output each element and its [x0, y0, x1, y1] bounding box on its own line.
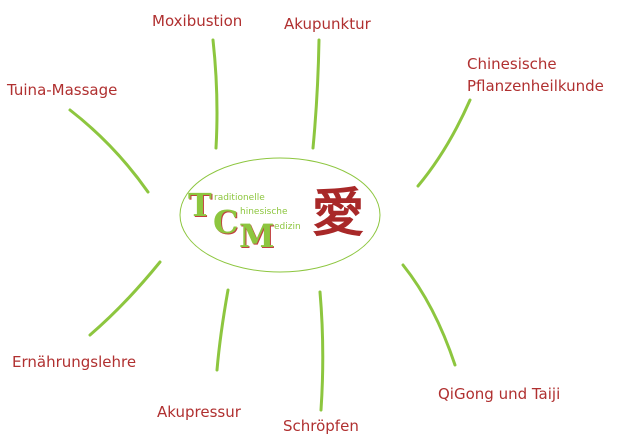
line-akupressur — [215, 288, 230, 372]
logo-letter-c: C — [213, 203, 239, 241]
label-moxibustion: Moxibustion — [152, 12, 243, 30]
love-symbol: 愛 — [312, 183, 365, 244]
line-moxibustion — [211, 38, 219, 150]
label-akupressur: Akupressur — [157, 403, 241, 421]
label-pflanzenheilkunde: Pflanzenheilkunde — [467, 77, 604, 95]
label-ernaehrungslehre: Ernährungslehre — [12, 353, 137, 371]
line-tuina — [68, 108, 150, 194]
logo-letter-m: M — [239, 217, 275, 255]
line-schroepfen — [318, 290, 325, 412]
label-qigong-taiji: QiGong und Taiji — [438, 385, 561, 403]
logo-word-medizin: edizin — [274, 222, 301, 232]
label-tuina-massage: Tuina-Massage — [7, 81, 118, 99]
label-akupunktur: Akupunktur — [284, 15, 371, 33]
logo-word-traditionelle: raditionelle — [214, 193, 265, 203]
line-ernaehrung — [88, 260, 162, 337]
line-pflanzenheilkunde — [416, 98, 472, 188]
label-schroepfen: Schröpfen — [283, 417, 359, 435]
center-ellipse — [179, 157, 381, 273]
line-akupunktur — [311, 38, 321, 150]
logo-letter-t: T — [188, 186, 212, 224]
label-chinesische: Chinesische — [467, 55, 557, 73]
line-qigong — [401, 263, 457, 367]
logo-word-chinesische: hinesische — [240, 207, 288, 217]
